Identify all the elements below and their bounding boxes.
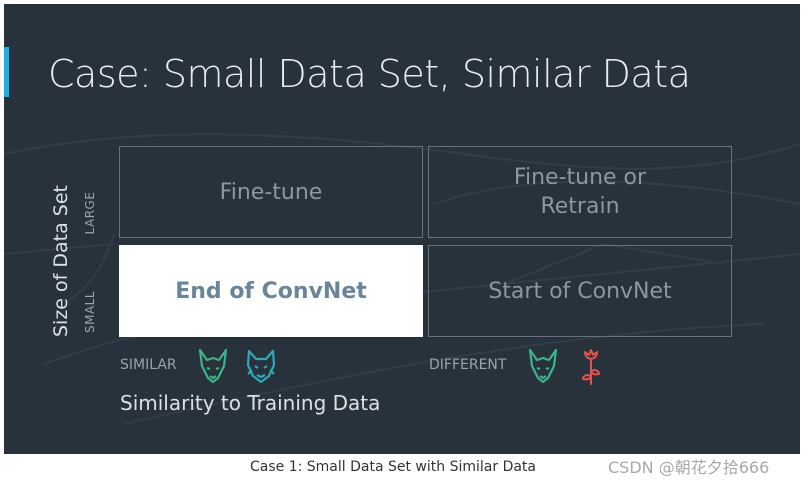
cell-label: Fine-tune bbox=[219, 179, 323, 205]
slide: Case: Small Data Set, Similar Data Size … bbox=[4, 4, 800, 454]
row-label-large: LARGE bbox=[83, 191, 97, 235]
column-label-different: DIFFERENT bbox=[429, 357, 507, 373]
watermark: CSDN @朝花夕拾666 bbox=[608, 458, 770, 477]
row-label-small: SMALL bbox=[83, 290, 97, 334]
dog-icon bbox=[528, 348, 558, 384]
title-accent-bar bbox=[4, 47, 9, 97]
cell-large-different: Fine-tune or Retrain bbox=[428, 146, 732, 238]
column-label-similar: SIMILAR bbox=[120, 357, 177, 373]
figure-caption: Case 1: Small Data Set with Similar Data bbox=[250, 459, 536, 475]
dog-icon bbox=[198, 348, 228, 384]
background-texture bbox=[4, 133, 800, 425]
cell-label: Start of ConvNet bbox=[488, 278, 672, 304]
wolf-icon bbox=[246, 349, 276, 384]
cell-label: End of ConvNet bbox=[175, 278, 367, 304]
x-axis-label: Similarity to Training Data bbox=[120, 391, 381, 415]
slide-title: Case: Small Data Set, Similar Data bbox=[48, 52, 691, 96]
cell-small-different: Start of ConvNet bbox=[428, 245, 732, 337]
cell-small-similar-highlighted: End of ConvNet bbox=[119, 245, 423, 337]
rose-icon bbox=[582, 349, 600, 385]
y-axis-label: Size of Data Set bbox=[50, 185, 72, 337]
cell-large-similar: Fine-tune bbox=[119, 146, 423, 238]
cell-label: Fine-tune or Retrain bbox=[513, 165, 647, 219]
